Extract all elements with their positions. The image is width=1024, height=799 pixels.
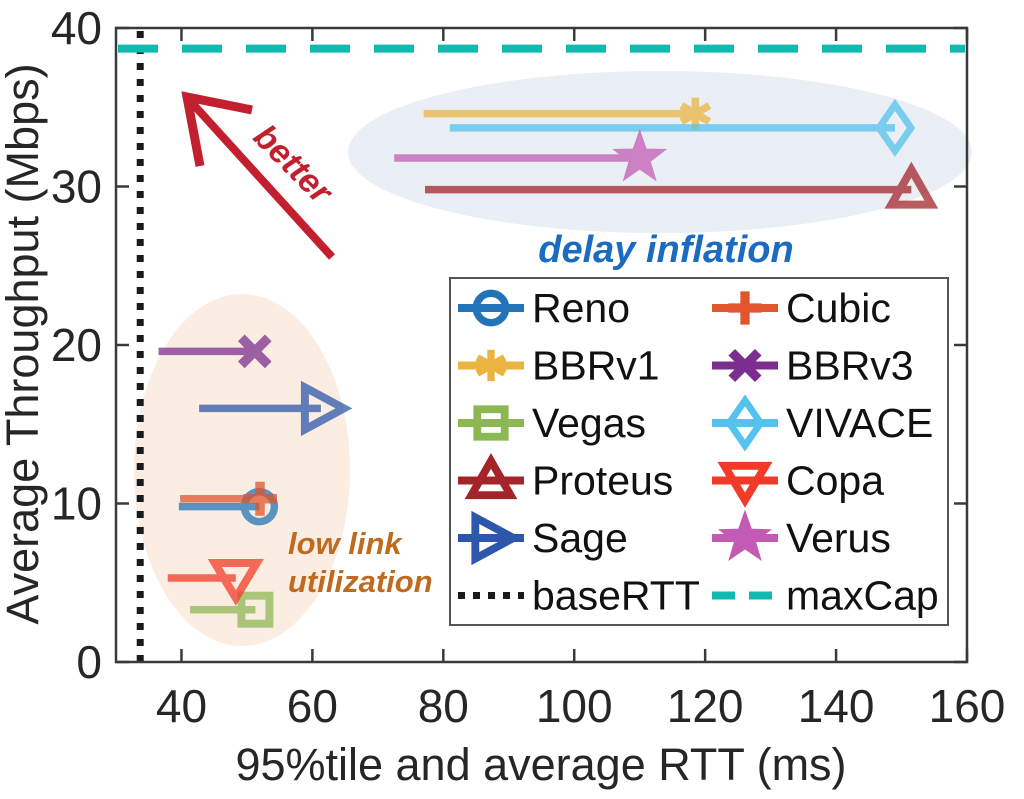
x-tick-label: 40 (156, 680, 207, 732)
series-bbrv3 (158, 334, 272, 369)
legend-label-basertt: baseRTT (532, 573, 700, 619)
legend-label-proteus: Proteus (532, 458, 673, 504)
legend-item-sage: Sage (458, 510, 628, 566)
legend-item-reno: Reno (458, 285, 630, 331)
legend-item-cubic: Cubic (712, 285, 891, 331)
bbrv1-marker-stroke (679, 102, 712, 125)
x-tick-label: 120 (667, 680, 744, 732)
delay-inflation-label: delay inflation (538, 229, 793, 271)
bbrv1-legend-marker-stroke (475, 354, 507, 377)
y-tick-label: 10 (51, 478, 102, 530)
y-tick-label: 0 (76, 636, 102, 688)
legend-item-verus: Verus (712, 509, 891, 562)
legend-label-maxcap: maxCap (786, 573, 939, 619)
legend-label-copa: Copa (786, 458, 884, 504)
vivace-legend-marker (725, 394, 765, 452)
series-copa (167, 558, 264, 606)
low-link-label-line2: utilization (288, 564, 433, 599)
x-tick-label: 60 (287, 680, 338, 732)
better-arrow-shaft (189, 100, 335, 260)
vivace-marker-shape (874, 98, 916, 157)
bbrv1-legend-marker (475, 349, 507, 382)
cubic-legend-marker (728, 291, 762, 325)
series-vegas (189, 591, 274, 628)
y-tick-label: 30 (51, 161, 102, 213)
legend-item-maxcap: maxCap (712, 573, 939, 619)
low-link-ellipse (134, 294, 350, 646)
axes: 40 60 80 100 120 140 160 0 10 20 30 40 (51, 2, 1006, 732)
proteus-legend-marker-shape (464, 452, 518, 500)
legend-item-copa: Copa (712, 458, 884, 508)
series-verus (394, 128, 668, 182)
reno-legend-marker (472, 289, 510, 327)
x-axis-label: 95%tile and average RTT (ms) (235, 739, 846, 790)
sage-marker-shape (300, 380, 353, 437)
copa-marker (207, 558, 264, 606)
legend-label-bbrv1: BBRv1 (532, 343, 660, 389)
proteus-legend-marker (464, 452, 518, 500)
cubic-marker (243, 481, 278, 516)
y-tick-label: 20 (51, 319, 102, 371)
verus-marker (612, 128, 668, 182)
legend-label-verus: Verus (786, 515, 891, 561)
sage-legend-marker (471, 510, 522, 566)
legend-label-vegas: Vegas (532, 400, 646, 446)
verus-legend-marker (717, 509, 773, 562)
vegas-marker-shape (237, 591, 274, 628)
legend-label-vivace: VIVACE (786, 400, 933, 446)
x-tick-label: 160 (929, 680, 1006, 732)
sage-legend-marker-shape (471, 510, 522, 566)
legend-label-cubic: Cubic (786, 285, 891, 331)
x-tick-label: 100 (536, 680, 613, 732)
reno-legend-marker-shape (472, 289, 510, 327)
data-series (158, 97, 939, 628)
series-bbrv1 (423, 97, 712, 130)
vegas-legend-marker-shape (473, 405, 509, 441)
vivace-marker (874, 98, 916, 157)
legend-label-bbrv3: BBRv3 (786, 343, 914, 389)
y-axis-label: Average Throughput (Mbps) (0, 63, 48, 624)
vegas-marker (237, 591, 274, 628)
legend-item-vegas: Vegas (458, 400, 646, 446)
y-tick-label: 40 (51, 2, 102, 54)
series-proteus (424, 161, 939, 209)
sage-marker (300, 380, 353, 437)
legend-item-bbrv3: BBRv3 (712, 343, 914, 389)
legend-label-reno: Reno (532, 285, 630, 331)
legend-item-vivace: VIVACE (712, 394, 933, 452)
copa-legend-marker (717, 461, 773, 508)
bbrv3-marker (237, 334, 272, 369)
legend-box (449, 277, 949, 626)
legend-item-bbrv1: BBRv1 (458, 343, 660, 389)
x-tick-label: 80 (418, 680, 469, 732)
proteus-marker-shape (884, 161, 939, 209)
copa-marker-shape (207, 558, 264, 606)
reference-lines (118, 31, 965, 661)
better-label: better (246, 117, 341, 212)
vegas-legend-marker (473, 405, 509, 441)
low-link-label-line1: low link (288, 526, 403, 561)
verus-legend-marker-shape (717, 509, 773, 562)
proteus-marker (884, 161, 939, 209)
legend-label-sage: Sage (532, 515, 628, 561)
verus-marker-shape (612, 128, 668, 182)
series-vivace (449, 98, 916, 157)
series-sage (199, 380, 353, 437)
legend-item-basertt: baseRTT (458, 573, 700, 619)
series-cubic (180, 481, 278, 516)
bbrv3-legend-marker-stroke (728, 348, 762, 383)
copa-legend-marker-shape (717, 461, 773, 508)
legend-item-proteus: Proteus (458, 452, 673, 504)
better-arrow-head (181, 91, 253, 167)
bbrv3-marker-stroke (237, 334, 272, 369)
bbrv3-legend-marker (728, 348, 762, 383)
x-tick-label: 140 (798, 680, 875, 732)
vivace-legend-marker-shape (725, 394, 765, 452)
